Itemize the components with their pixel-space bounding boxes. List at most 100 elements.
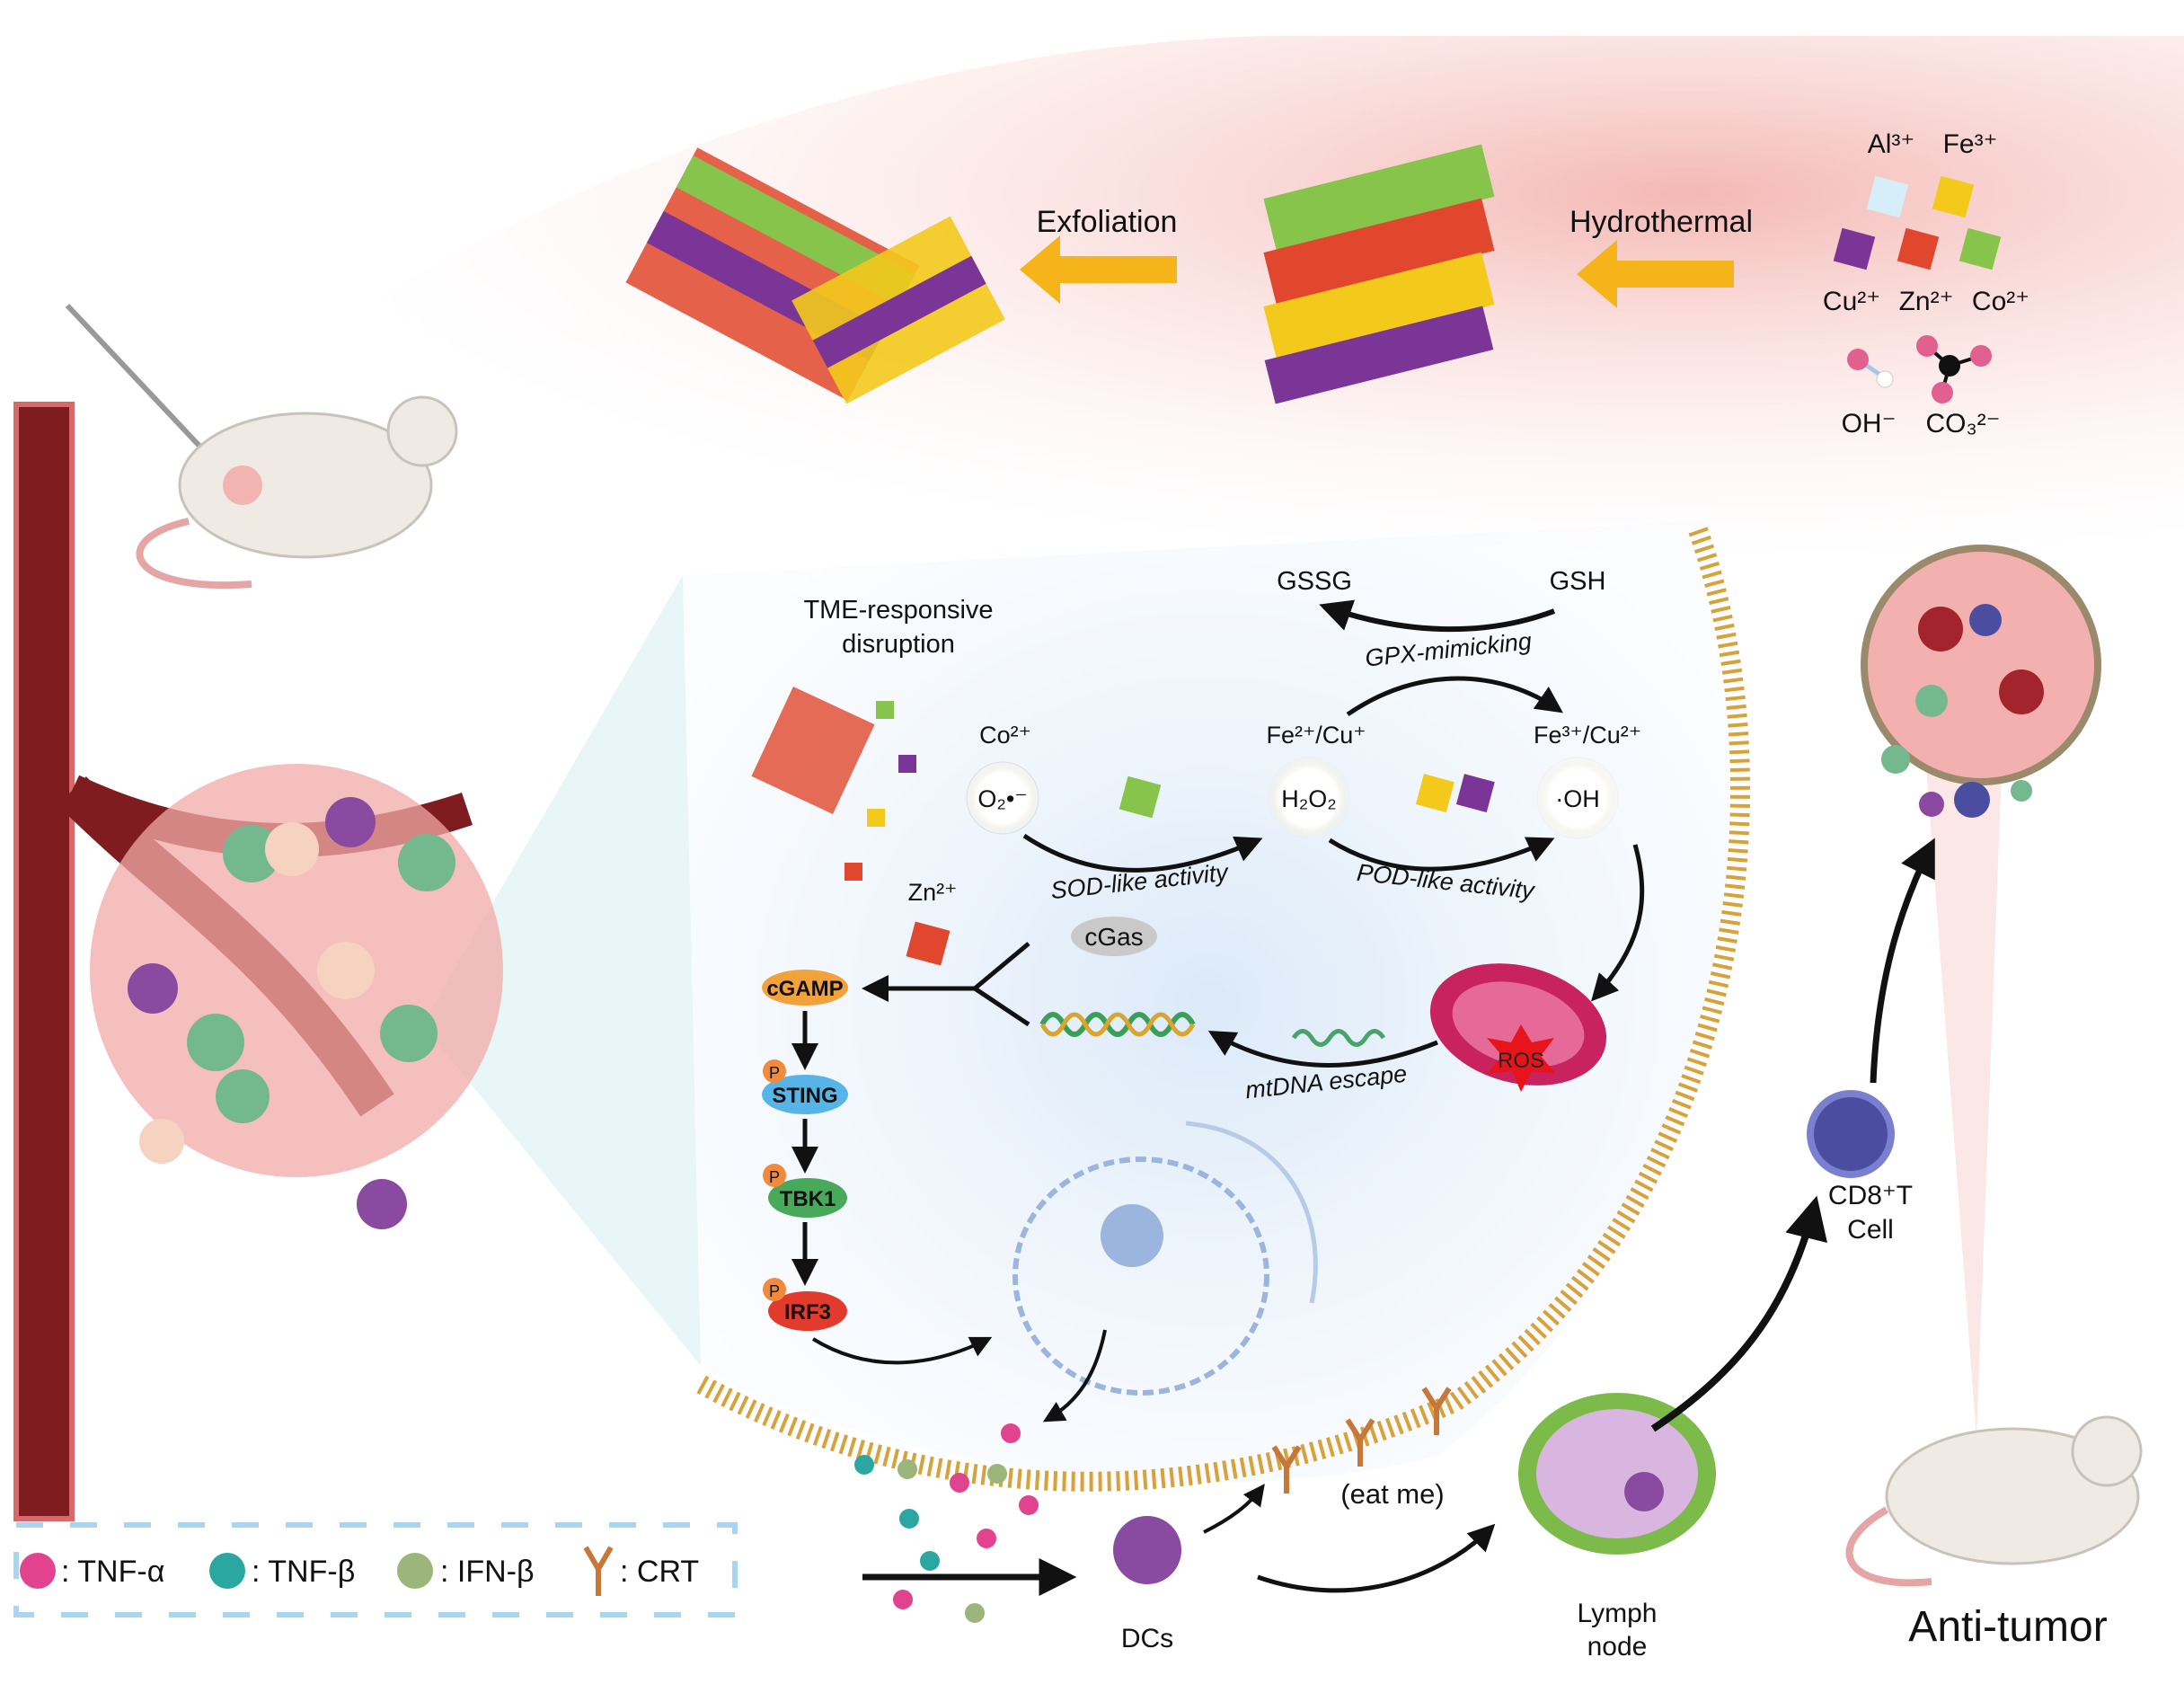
dna-strand-icon-2: [1039, 1012, 1196, 1037]
cgas-y-connector: [867, 942, 1030, 1027]
legend-tnf-beta: : TNF-β: [252, 1555, 355, 1589]
superoxide-node: [966, 761, 1039, 835]
cgamp-node: [762, 970, 848, 1006]
oh-ion-label: OH⁻: [1842, 409, 1897, 439]
mtdna-small-icon: [1291, 1029, 1386, 1047]
hydroxyl-radical-label: ·OH: [1555, 785, 1600, 812]
hydroxide-molecule-icon: [1847, 349, 1894, 388]
co-octahedron-icon: [1959, 227, 2002, 270]
cd8-t-cell-icon: [1807, 1090, 1895, 1178]
tme-disruption-label-1: TME-responsive: [803, 596, 993, 625]
ldh-nanosheets-exfoliated: [625, 147, 1005, 404]
mitochondrion-icon: [1429, 963, 1607, 1092]
cd8-label-1: CD8⁺T: [1828, 1181, 1913, 1210]
legend: : TNF-α : TNF-β : IFN-β : CRT: [13, 1522, 738, 1618]
tumor-tissue-illustration: [90, 764, 503, 1229]
dendritic-cell-icon: [1113, 1516, 1181, 1584]
mouse-injection-illustration: [65, 303, 458, 589]
exfoliation-label: Exfoliation: [1037, 205, 1178, 239]
tumor-spotlight: [1923, 719, 2003, 1438]
tumor-to-cell-beam: [422, 575, 701, 1366]
cu-octahedron-icon: [1455, 774, 1495, 813]
tnf-beta-swatch: [209, 1553, 245, 1589]
nucleus-illustration: [1012, 1121, 1318, 1423]
ros-arrow: [1590, 844, 1645, 1002]
ldh-bulk: [1263, 144, 1495, 404]
cgamp-label: cGAMP: [766, 977, 843, 1001]
co2-label: Co²⁺: [979, 722, 1031, 749]
sod-arrow: [1022, 833, 1263, 873]
dcs-label: DCs: [1121, 1624, 1173, 1653]
lymph-node-icon: [1518, 1393, 1716, 1555]
phospho-badge: [763, 1278, 786, 1301]
synthesis-background: [198, 36, 2184, 563]
disrupted-ldh-fragments: [751, 687, 916, 881]
fe3-cu2-label: Fe³⁺/Cu²⁺: [1534, 722, 1641, 749]
dc-to-lymph-arrow: [1257, 1523, 1496, 1593]
cell-membrane: [695, 527, 1750, 1492]
crt-icons: [1271, 1387, 1452, 1493]
legend-tnf-alpha: : TNF-α: [61, 1555, 164, 1589]
svg-text:P: P: [769, 1064, 780, 1082]
anti-tumor-label: Anti-tumor: [1908, 1603, 2107, 1651]
cgas-enzyme: [1071, 917, 1157, 956]
al-ion-label: Al³⁺: [1868, 129, 1915, 159]
h2o2-label: H₂O₂: [1281, 785, 1336, 812]
al-octahedron-icon: [1866, 175, 1909, 218]
cgas-label: cGas: [1084, 923, 1143, 951]
fe-octahedron-icon: [1932, 175, 1975, 218]
ros-label: ROS: [1498, 1049, 1544, 1073]
exfoliation-arrow: [1020, 235, 1177, 304]
co-octahedron-icon: [1119, 776, 1162, 819]
syringe-icon: [65, 303, 214, 461]
cu-octahedron-icon: [1833, 227, 1876, 270]
pod-arrow: [1328, 837, 1555, 872]
gsh-label: GSH: [1550, 567, 1606, 596]
phospho-badge: [763, 1059, 786, 1083]
lymph-node-label-1: Lymph: [1578, 1599, 1658, 1628]
dc-to-crt-arrow: [1203, 1484, 1265, 1534]
tme-disruption-label-2: disruption: [842, 630, 955, 659]
eat-me-label: (eat me): [1340, 1478, 1444, 1510]
cured-mouse-icon: [1845, 1415, 2143, 1587]
hydroxyl-radical-node: [1536, 757, 1619, 839]
superoxide-label: O₂•⁻: [977, 785, 1027, 812]
crt-antibody-icon: [583, 1546, 614, 1596]
sting-pathway: cGAMP P STING P TBK1 P IRF3: [762, 970, 993, 1365]
tbk1-node: [768, 1178, 847, 1218]
irf3-node: [768, 1291, 847, 1331]
h2o2-node: [1268, 757, 1350, 839]
co-ion-label: Co²⁺: [1972, 287, 2029, 316]
ifn-beta-swatch: [397, 1553, 433, 1589]
zn2-label: Zn²⁺: [908, 879, 958, 906]
gpx-arrow: [1319, 599, 1556, 633]
zn-ion-label: Zn²⁺: [1899, 287, 1954, 316]
zn-octahedron-icon: [906, 921, 951, 966]
legend-ifn-beta: : IFN-β: [440, 1555, 535, 1589]
svg-text:P: P: [769, 1168, 780, 1186]
fe-octahedron-icon: [1415, 774, 1455, 813]
dna-strand-icon: [1039, 1012, 1196, 1037]
gssg-label: GSSG: [1277, 567, 1352, 596]
fe-ion-label: Fe³⁺: [1943, 129, 1998, 159]
svg-text:P: P: [769, 1282, 780, 1300]
hydrothermal-arrow: [1577, 240, 1734, 308]
irf3-label: IRF3: [784, 1300, 831, 1325]
co3-ion-label: CO₃²⁻: [1925, 409, 2000, 439]
mtdna-arrow: [1207, 1031, 1438, 1068]
sting-label: STING: [772, 1084, 837, 1108]
cell-background: [683, 521, 1734, 1483]
tcell-to-tumor-arrow: [1870, 838, 1935, 1084]
zn-octahedron-icon: [1897, 227, 1940, 270]
tnf-alpha-swatch: [20, 1553, 56, 1589]
phospho-badge: [763, 1164, 786, 1187]
tumor-attack-icon: [1861, 545, 2101, 818]
hydrothermal-label: Hydrothermal: [1569, 205, 1753, 239]
carbonate-molecule-icon: [1916, 335, 1992, 403]
lymph-node-label-2: node: [1587, 1632, 1648, 1662]
mouse-icon: [178, 412, 433, 559]
legend-crt: : CRT: [620, 1555, 699, 1589]
cytokine-particles: [854, 1423, 1039, 1623]
